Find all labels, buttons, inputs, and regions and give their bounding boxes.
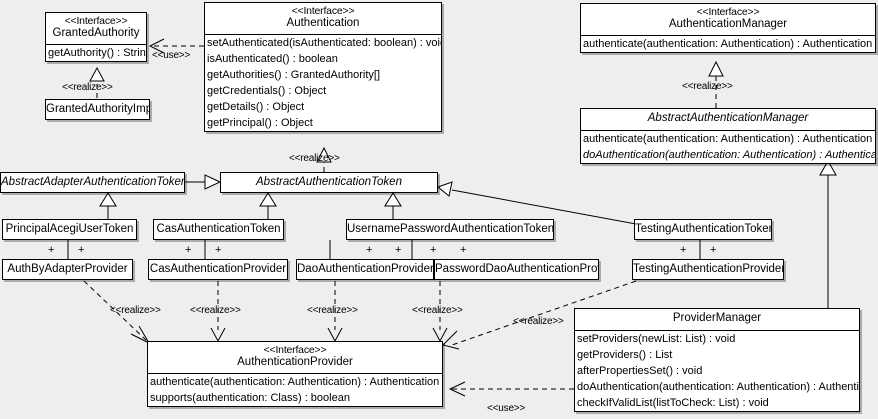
edge-label-realize-authentication: <<realize>> [289,153,340,164]
operation: supports(authentication: Class) : boolea… [150,391,350,404]
class-name: ProviderManager [672,312,762,324]
class-name: AuthenticationManager [668,18,788,31]
class-header: <<Interface>> Authentication [205,3,441,34]
class-name: AuthByAdapterProvider [7,263,128,275]
association-plus: + [710,244,717,256]
edge-label-use-providermanager: <<use>> [487,403,526,414]
association-plus: + [430,244,437,256]
operation: authenticate(authentication: Authenticat… [150,375,440,388]
operation: getProviders() : List [577,348,673,361]
class-header: ProviderManager [575,309,859,330]
association-plus: + [460,244,467,256]
association-plus: + [366,244,373,256]
class-header: <<Interface>> GrantedAuthority [46,13,146,44]
association-plus: + [48,244,55,256]
class-testing-authentication-token[interactable]: TestingAuthenticationToken [634,219,772,240]
association-plus: + [215,244,222,256]
edge-label-realize-daoauthenticationprovider: <<realize>> [307,305,358,316]
operation: getCredentials() : Object [207,84,327,97]
operations-compartment: authenticate(authentication: Authenticat… [581,34,875,52]
operation: setProviders(newList: List) : void [577,332,736,345]
class-granted-authority-impl[interactable]: GrantedAuthorityImpl [45,99,150,120]
class-username-password-authentication-token[interactable]: UsernamePasswordAuthenticationToken [346,219,554,240]
class-name: AbstractAuthenticationManager [647,112,809,124]
association-plus: + [680,244,687,256]
stereotype-label: <<Interface>> [291,5,355,17]
class-password-dao-authentication-provider[interactable]: PasswordDaoAuthenticationProvider [434,259,599,280]
class-name: UsernamePasswordAuthenticationToken [347,223,554,235]
class-abstract-authentication-token[interactable]: AbstractAuthenticationToken [220,172,438,193]
class-abstract-adapter-authentication-token[interactable]: AbstractAdapterAuthenticationToken [0,172,185,193]
operation: getPrincipal() : Object [207,116,313,129]
class-authentication-provider[interactable]: <<Interface>> AuthenticationProvider aut… [147,341,443,407]
edge-label-use-grantedauthority: <<use>> [152,50,191,61]
operation: doAuthentication(authentication: Authent… [583,148,875,161]
operation: authenticate(authentication: Authenticat… [583,37,873,50]
class-authentication[interactable]: <<Interface>> Authentication setAuthenti… [204,2,442,132]
edge-label-realize-casauthenticationprovider: <<realize>> [190,305,241,316]
class-granted-authority[interactable]: <<Interface>> GrantedAuthority getAuthor… [45,12,147,62]
class-abstract-authentication-manager[interactable]: AbstractAuthenticationManager authentica… [580,108,876,164]
class-principal-acegi-user-token[interactable]: PrincipalAcegiUserToken [2,219,137,240]
class-name: TestingAuthenticationProvider [633,263,784,275]
edge-label-realize-grantedauthority: <<realize>> [62,82,113,93]
stereotype-label: <<Interface>> [64,15,128,27]
class-authentication-manager[interactable]: <<Interface>> AuthenticationManager auth… [580,3,876,53]
class-dao-authentication-provider[interactable]: DaoAuthenticationProvider [296,259,434,280]
class-name: Authentication [286,17,360,30]
class-provider-manager[interactable]: ProviderManager setProviders(newList: Li… [574,308,860,412]
class-auth-by-adapter-provider[interactable]: AuthByAdapterProvider [2,259,133,280]
class-name: CasAuthenticationToken [156,223,281,235]
class-name: CasAuthenticationProvider [149,263,287,275]
operation: authenticate(authentication: Authenticat… [583,132,873,145]
operation: setAuthenticated(isAuthenticated: boolea… [207,36,441,49]
class-header: <<Interface>> AuthenticationManager [581,4,875,35]
edge-label-realize-authbyadapterprovider: <<realize>> [110,305,161,316]
operation: getAuthorities() : GrantedAuthority[] [207,68,381,81]
class-name: DaoAuthenticationProvider [297,263,434,275]
operation: isAuthenticated() : boolean [207,52,338,65]
class-name: AbstractAdapterAuthenticationToken [1,176,185,188]
association-plus: + [78,244,85,256]
edge-label-realize-testingauthenticationprovider: <<realize>> [513,316,564,327]
class-name: TestingAuthenticationToken [635,223,772,235]
stereotype-label: <<Interface>> [263,344,327,356]
operations-compartment: setAuthenticated(isAuthenticated: boolea… [205,33,441,131]
class-header: <<Interface>> AuthenticationProvider [148,342,442,373]
edge-label-realize-authenticationmanager: <<realize>> [682,81,733,92]
operations-compartment: getAuthority() : String [46,43,146,61]
class-name: AuthenticationProvider [237,356,353,369]
operation: getDetails() : Object [207,100,305,113]
operation: afterPropertiesSet() : void [577,364,703,377]
operation: doAuthentication(authentication: Authent… [577,380,859,393]
class-header: AbstractAuthenticationManager [581,109,875,130]
operations-compartment: authenticate(authentication: Authenticat… [581,129,875,163]
stereotype-label: <<Interface>> [696,6,760,18]
class-name: AbstractAuthenticationToken [256,176,402,188]
operation: checkIfValidList(listToCheck: List) : vo… [577,396,769,409]
edge-label-realize-passworddaoauthenticationprovider: <<realize>> [412,305,463,316]
class-testing-authentication-provider[interactable]: TestingAuthenticationProvider [632,259,784,280]
class-cas-authentication-provider[interactable]: CasAuthenticationProvider [148,259,288,280]
class-name: GrantedAuthority [52,27,140,40]
association-plus: + [185,244,192,256]
operations-compartment: authenticate(authentication: Authenticat… [148,372,442,406]
class-name: PrincipalAcegiUserToken [5,223,134,235]
class-cas-authentication-token[interactable]: CasAuthenticationToken [153,219,284,240]
association-plus: + [395,244,402,256]
operation: getAuthority() : String [48,46,146,59]
class-name: PasswordDaoAuthenticationProvider [435,263,598,275]
class-name: GrantedAuthorityImpl [46,103,150,115]
operations-compartment: setProviders(newList: List) : void getPr… [575,329,859,411]
